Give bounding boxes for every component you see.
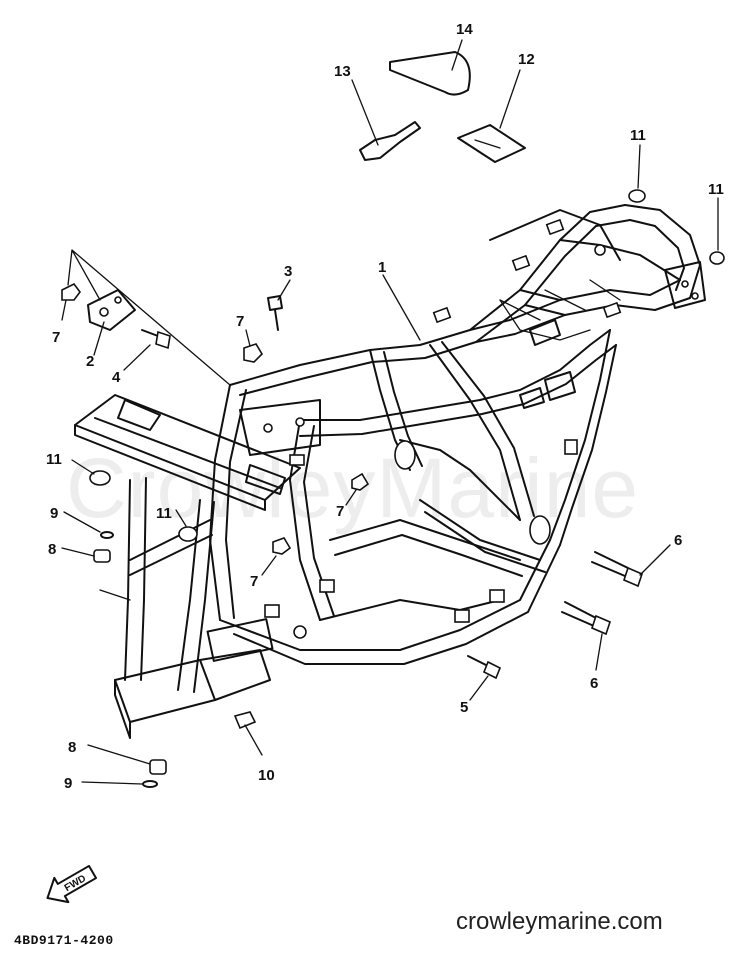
- callout-8a: 8: [48, 541, 56, 558]
- callout-9a: 9: [50, 505, 58, 522]
- callout-8b: 8: [68, 739, 76, 756]
- leader-lines: [61, 39, 719, 785]
- callout-1: 1: [378, 259, 386, 276]
- callout-11d: 11: [156, 505, 172, 522]
- callout-2: 2: [86, 353, 94, 370]
- callout-9b: 9: [64, 775, 72, 792]
- callout-11a: 11: [630, 127, 646, 144]
- part-14-strip: [389, 51, 471, 96]
- callout-7c: 7: [336, 503, 344, 520]
- part-12-card: [457, 124, 526, 163]
- part-11-cap-a: [628, 189, 646, 203]
- callout-6b: 6: [590, 675, 598, 692]
- loose-parts: [61, 51, 725, 788]
- part-13-clip: [359, 121, 421, 161]
- callout-14: 14: [456, 21, 473, 38]
- callout-11b: 11: [708, 181, 724, 198]
- callout-7d: 7: [250, 573, 258, 590]
- callout-3: 3: [284, 263, 292, 280]
- callout-7b: 7: [236, 313, 244, 330]
- callout-10: 10: [258, 767, 275, 784]
- callout-6a: 6: [674, 532, 682, 549]
- part-11-cap-d: [178, 526, 198, 542]
- callout-4: 4: [112, 369, 121, 386]
- callout-7a: 7: [52, 329, 60, 346]
- fwd-arrow-icon: FWD: [46, 864, 98, 904]
- brand-text: crowleymarine.com: [456, 908, 663, 935]
- callout-labels: 14 12 13 11 11 1 3 7 2 4 7 11 9 8 11 7 7…: [46, 21, 724, 792]
- part-11-cap-c: [89, 470, 111, 486]
- diagram-code: 4BD9171-4200: [14, 933, 114, 948]
- part-11-cap-b: [709, 251, 725, 265]
- callout-5: 5: [460, 699, 468, 716]
- callout-11c: 11: [46, 451, 62, 468]
- callout-12: 12: [518, 51, 535, 68]
- callout-13: 13: [334, 63, 351, 80]
- frame-assembly: [74, 204, 706, 739]
